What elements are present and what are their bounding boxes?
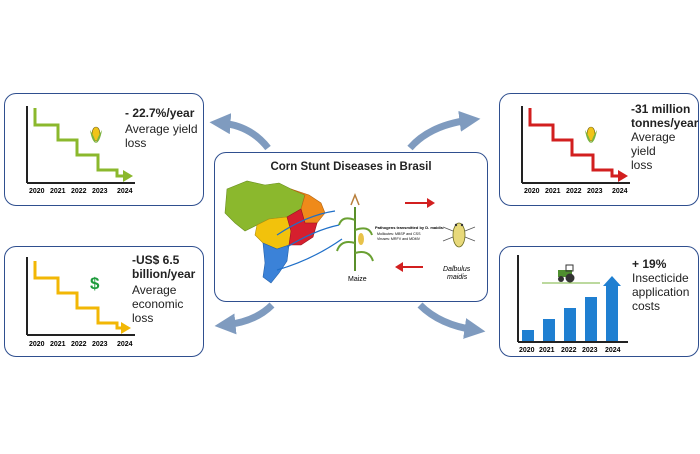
arrow-to-bottom-right xyxy=(417,302,486,339)
tractor-icon xyxy=(558,264,575,283)
stat-description-line: Average xyxy=(132,283,177,297)
stat-description: Average economic loss xyxy=(132,283,183,325)
stat-description-line: Insecticide xyxy=(632,271,689,285)
panel-yield-loss-tonnes: 2020 2021 2022 2023 2024 -31 million ton… xyxy=(499,93,699,206)
year-label: 2021 xyxy=(50,341,66,348)
year-label: 2023 xyxy=(587,188,603,195)
year-label: 2022 xyxy=(566,188,582,195)
year-label: 2022 xyxy=(561,347,577,354)
arrow-to-bottom-left xyxy=(214,302,275,335)
year-label: 2021 xyxy=(539,347,555,354)
center-diagram: Maize Pathogens transmitted by D. maidis… xyxy=(224,180,476,284)
stat-description: Average yield loss xyxy=(125,122,198,150)
pathogens-line: Mollicutes: MBSP and CSS xyxy=(377,232,421,236)
stat-description-line: loss xyxy=(132,311,154,325)
year-label: 2020 xyxy=(524,188,540,195)
stat-description-line: application xyxy=(632,285,690,299)
panel-insecticide-costs: 2020 2021 2022 2023 2024 + 19% Insectici… xyxy=(499,246,699,357)
stat-value: + 19% xyxy=(632,257,667,271)
stat-description-line: Average yield xyxy=(125,122,198,136)
stat-description-line: economic xyxy=(132,297,184,311)
stat-description: Average yield loss xyxy=(631,130,698,172)
insect-label: maidis xyxy=(447,274,468,281)
year-label: 2023 xyxy=(92,188,108,195)
year-label: 2020 xyxy=(29,188,45,195)
stat-description: Insecticide application costs xyxy=(632,271,689,313)
year-label: 2024 xyxy=(117,188,133,195)
year-label: 2021 xyxy=(545,188,561,195)
year-label: 2024 xyxy=(117,341,133,348)
arrow-to-top-left xyxy=(209,113,271,151)
year-label: 2022 xyxy=(71,341,87,348)
cost-bar xyxy=(522,330,534,341)
stat-description-line: Average yield xyxy=(631,130,676,158)
declining-staircase-chart: $ 2020 2021 2022 2023 2024 xyxy=(26,257,135,348)
panel-yield-loss-percent: 2020 2021 2022 2023 2024 - 22.7%/year Av… xyxy=(4,93,204,206)
stat-value-line: -31 million xyxy=(631,102,691,116)
increasing-bar-chart: 2020 2021 2022 2023 2024 xyxy=(517,255,628,354)
center-title: Corn Stunt Diseases in Brasil xyxy=(270,161,432,173)
stat-value-line: -US$ 6.5 xyxy=(132,253,180,267)
maize-label: Maize xyxy=(348,276,367,283)
maize-plant-icon xyxy=(336,192,374,271)
increase-arrowhead xyxy=(603,276,621,286)
insect-label: Dalbulus xyxy=(443,266,471,273)
year-label: 2023 xyxy=(92,341,108,348)
cost-bar xyxy=(564,308,576,341)
year-label: 2021 xyxy=(50,188,66,195)
cost-bar xyxy=(606,286,618,341)
year-label: 2024 xyxy=(605,347,621,354)
stat-value-line: tonnes/year xyxy=(631,116,699,130)
declining-staircase-chart: 2020 2021 2022 2023 2024 xyxy=(26,106,135,195)
year-label: 2020 xyxy=(519,347,535,354)
stat-value: -US$ 6.5 billion/year xyxy=(132,253,195,281)
stat-description-line: loss xyxy=(631,158,653,172)
pathogens-title: Pathogens transmitted by D. maidis: xyxy=(375,225,444,230)
corn-icon xyxy=(585,126,597,143)
dollar-icon: $ xyxy=(90,274,100,293)
declining-staircase-chart: 2020 2021 2022 2023 2024 xyxy=(521,106,630,195)
panel-center-corn-stunt: Corn Stunt Diseases in Brasil Maize xyxy=(214,152,488,302)
year-label: 2020 xyxy=(29,341,45,348)
cost-bar xyxy=(585,297,597,341)
year-label: 2024 xyxy=(612,188,628,195)
stat-description-line: loss xyxy=(125,136,147,150)
corn-icon xyxy=(90,126,102,143)
pathogens-line: Viruses: MRFV and MDMV xyxy=(377,237,421,241)
leafhopper-icon xyxy=(442,222,476,248)
year-label: 2023 xyxy=(582,347,598,354)
stat-value: - 22.7%/year xyxy=(125,106,195,120)
brazil-map xyxy=(224,180,326,284)
stat-value-line: billion/year xyxy=(132,267,196,281)
stat-value: -31 million tonnes/year xyxy=(631,102,698,130)
cost-bar xyxy=(543,319,555,341)
panel-economic-loss: $ 2020 2021 2022 2023 2024 -US$ 6.5 bill… xyxy=(4,246,204,357)
arrow-to-top-right xyxy=(407,110,481,151)
stat-description-line: costs xyxy=(632,299,661,313)
year-label: 2022 xyxy=(71,188,87,195)
